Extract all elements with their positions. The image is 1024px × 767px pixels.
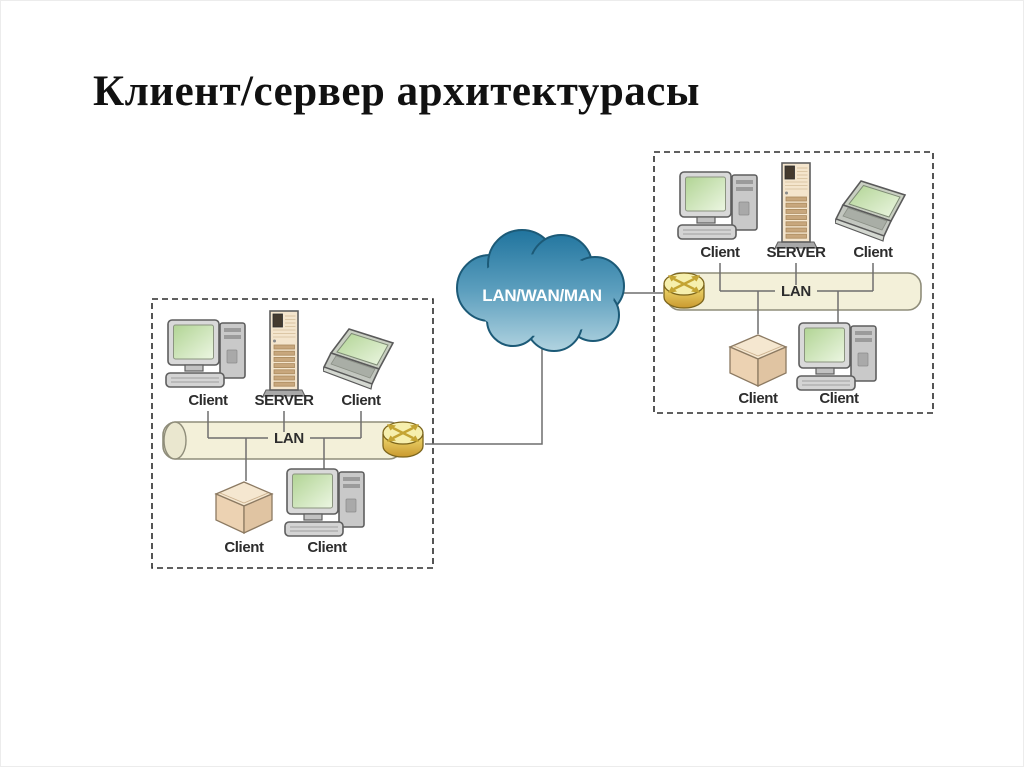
lan-bus-cap [163,421,187,460]
lan-bus-label: LAN [274,430,304,447]
device-label: Client [188,392,228,409]
page-title: Клиент/сервер архитектурасы [93,68,700,115]
desktop-computer-icon [284,468,365,537]
device-label: SERVER [254,392,314,409]
package-box-icon [729,334,787,387]
connector-lines [207,411,362,481]
device-label: Client [853,244,893,261]
server-tower-icon [775,162,817,249]
package-box-icon [215,481,273,534]
network-cloud-icon: LAN/WAN/MAN [456,229,625,352]
router-icon [662,271,706,310]
device-label: SERVER [766,244,826,261]
laptop-icon [323,328,394,390]
lan-segment-right: LAN Client SERVER Client Client Client [653,151,934,414]
desktop-computer-icon [677,171,758,240]
cloud-label: LAN/WAN/MAN [482,286,601,305]
connector-lines [719,263,874,334]
wan-link-left [425,331,543,445]
device-label: Client [700,244,740,261]
device-label: Client [738,390,778,407]
lan-boundary [151,298,434,569]
device-label: Client [224,539,264,556]
lan-bus [162,421,403,460]
router-icon [381,420,425,459]
device-label: Client [341,392,381,409]
server-tower-icon [263,310,305,397]
device-label: Client [819,390,859,407]
desktop-computer-icon [796,322,877,391]
lan-segment-left: LAN Client SERVER Client Client Client [151,298,434,569]
device-label: Client [307,539,347,556]
desktop-computer-icon [165,319,246,388]
laptop-icon [835,180,906,242]
lan-bus-label: LAN [781,283,811,300]
